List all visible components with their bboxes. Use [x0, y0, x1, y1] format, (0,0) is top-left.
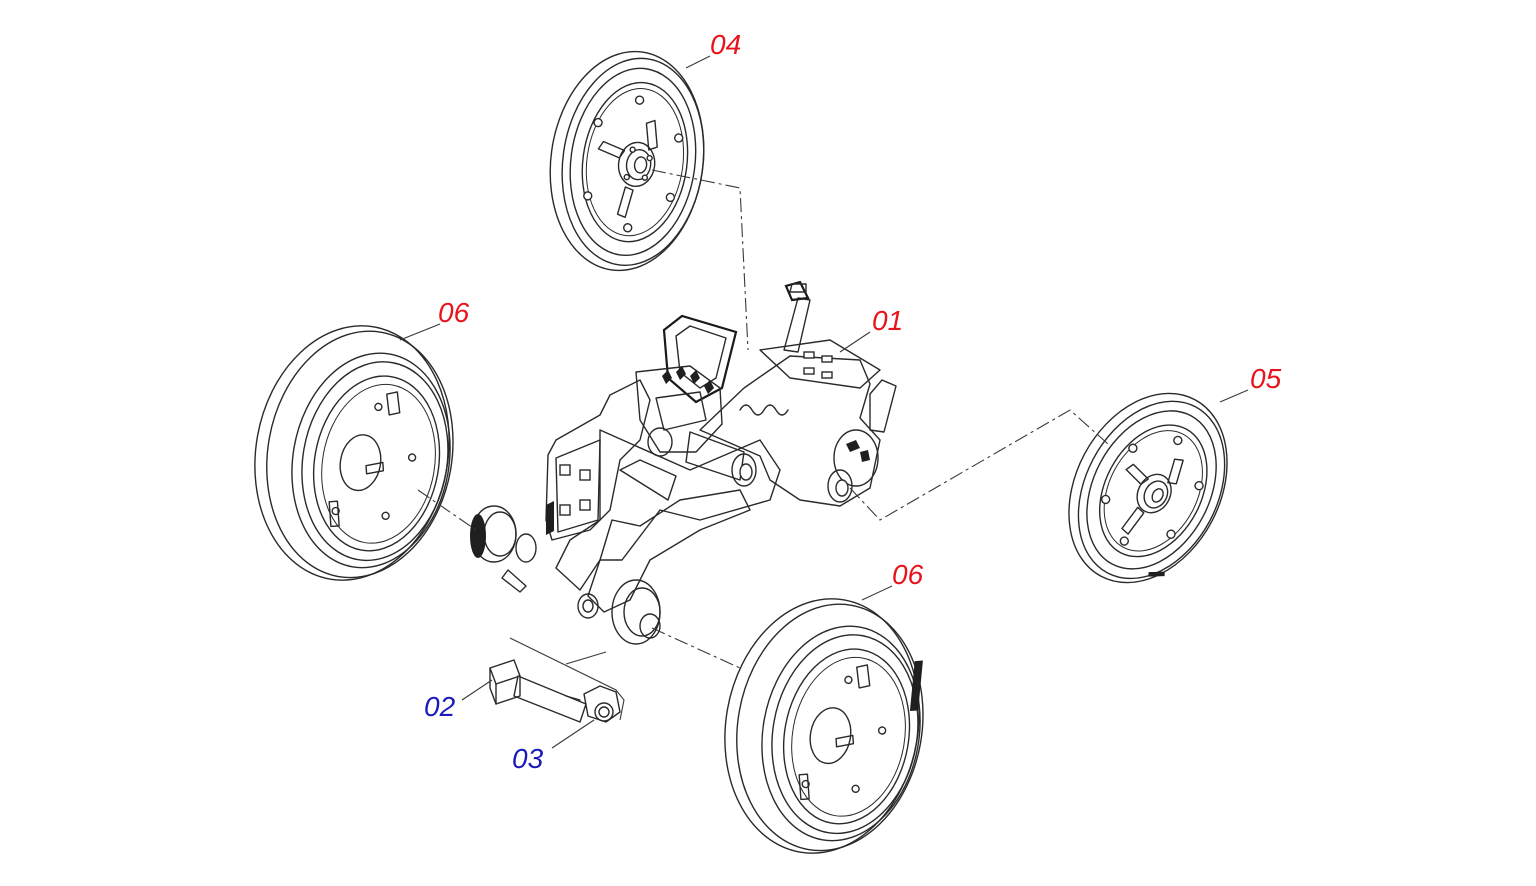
leader-04 [685, 55, 711, 69]
callout-04: 04 [710, 29, 741, 60]
leader-02 [461, 679, 493, 701]
closing-wheel-04 [549, 50, 705, 272]
gauge-wheel-06-left [254, 325, 454, 581]
leader-05 [1219, 389, 1249, 403]
assembly-line-05 [849, 409, 1109, 521]
row-unit-frame-01 [470, 280, 897, 645]
leader-06a [399, 323, 441, 341]
assembly-line-04 [651, 169, 749, 351]
hex-nut-03 [583, 685, 621, 723]
assembly-line-06-left [417, 489, 477, 531]
callout-03: 03 [512, 743, 544, 774]
callout-01: 01 [872, 305, 903, 336]
callout-06-left: 06 [438, 297, 470, 328]
axle-bolt-02 [489, 659, 587, 723]
assembly-line-06-bottom [651, 627, 741, 669]
leader-03 [551, 719, 595, 749]
leader-06b [861, 585, 893, 601]
assembly-line-bolt-hub [565, 651, 607, 665]
leader-01 [839, 331, 871, 353]
callout-02: 02 [424, 691, 456, 722]
callout-06-bottom: 06 [892, 559, 924, 590]
gauge-wheel-06-bottom [724, 598, 924, 854]
callout-05: 05 [1250, 363, 1282, 394]
closing-wheel-05 [1068, 392, 1228, 584]
assembly-line-bolt [509, 637, 625, 721]
